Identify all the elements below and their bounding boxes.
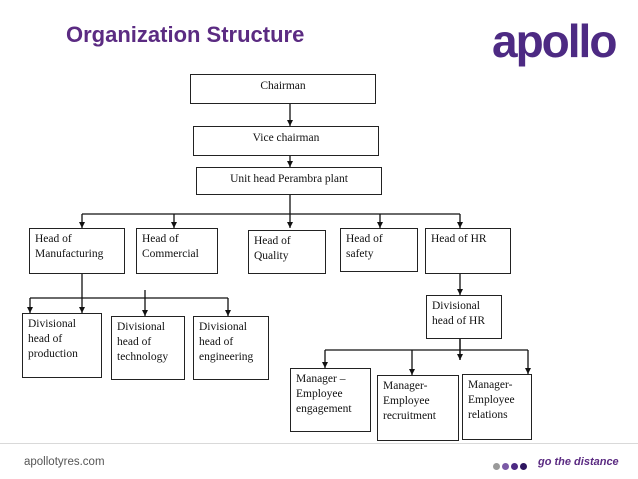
arrow-head — [457, 289, 463, 295]
org-node-unit-head: Unit head Perambra plant — [196, 167, 382, 195]
org-node-chairman: Chairman — [190, 74, 376, 104]
org-node-div-technology: Divisional head of technology — [111, 316, 185, 380]
arrow-head — [142, 310, 148, 316]
arrow-head — [287, 222, 293, 228]
website-link[interactable]: apollotyres.com — [24, 456, 105, 468]
page-title: Organization Structure — [66, 22, 305, 47]
arrow-head — [409, 369, 415, 375]
brand-tagline: go the distance — [538, 456, 619, 468]
org-node-head-commercial: Head of Commercial — [136, 228, 218, 274]
arrow-head — [377, 222, 383, 228]
arrow-head — [322, 362, 328, 368]
apollo-logo: apollo — [492, 15, 617, 67]
org-node-div-engineering: Divisional head of engineering — [193, 316, 269, 380]
brand-dots — [493, 458, 529, 476]
arrow-head — [27, 307, 33, 313]
arrow-head — [287, 161, 293, 167]
brand-dot — [493, 463, 500, 471]
arrow-head — [79, 307, 85, 313]
org-node-head-quality: Head of Quality — [248, 230, 326, 274]
arrow-head — [225, 310, 231, 316]
org-node-div-hr: Divisional head of HR — [426, 295, 502, 339]
org-node-head-safety: Head of safety — [340, 228, 418, 272]
org-chart-connectors — [27, 104, 531, 375]
org-node-mgr-recruitment: Manager-Employee recruitment — [377, 375, 459, 441]
brand-dot — [520, 463, 527, 471]
arrow-head — [457, 354, 463, 360]
arrow-head — [525, 368, 531, 374]
org-node-head-hr: Head of HR — [425, 228, 511, 274]
footer-divider — [0, 443, 638, 444]
org-node-mgr-relations: Manager-Employee relations — [462, 374, 532, 440]
org-node-vice-chairman: Vice chairman — [193, 126, 379, 156]
brand-dot — [502, 463, 509, 471]
org-node-head-manufacturing: Head of Manufacturing — [29, 228, 125, 274]
arrow-head — [79, 222, 85, 228]
arrow-head — [171, 222, 177, 228]
org-node-mgr-engagement: Manager – Employee engagement — [290, 368, 371, 432]
brand-dot — [511, 463, 518, 471]
arrow-head — [457, 222, 463, 228]
org-node-div-production: Divisional head of production — [22, 313, 102, 378]
arrow-head — [287, 120, 293, 126]
